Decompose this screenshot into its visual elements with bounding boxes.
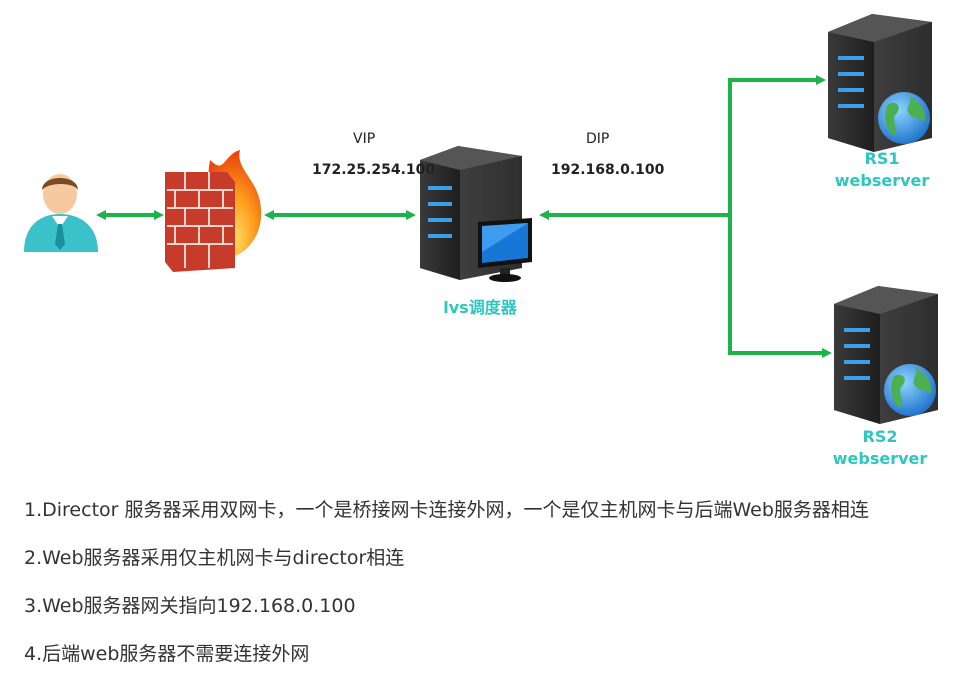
note-item: 1.Director 服务器采用双网卡，一个是桥接网卡连接外网，一个是仅主机网卡…: [24, 499, 869, 521]
firewall-icon: [165, 150, 262, 272]
diagram-canvas: [24, 14, 938, 424]
note-item: 2.Web服务器采用仅主机网卡与director相连: [24, 547, 405, 569]
rs2-name: RS2: [862, 427, 898, 446]
rs1-caption: RS1 webserver: [822, 148, 942, 192]
director-server-icon: [420, 146, 532, 282]
network-diagram: VIP 172.25.254.100 DIP 192.168.0.100 lvs…: [24, 14, 942, 470]
globe-icon: [884, 364, 936, 416]
rs2-link: [728, 215, 832, 358]
note-item: 4.后端web服务器不需要连接外网: [24, 643, 310, 665]
rs2-server-icon: [834, 286, 938, 424]
dip-title: DIP: [586, 131, 610, 147]
user-icon: [24, 174, 98, 252]
rs2-caption: RS2 webserver: [820, 426, 940, 470]
rs1-link: [728, 75, 826, 215]
note-item: 3.Web服务器网关指向192.168.0.100: [24, 595, 356, 617]
rs1-server-icon: [828, 14, 932, 152]
globe-icon: [878, 92, 930, 144]
director-caption: lvs调度器: [443, 298, 517, 317]
rs1-role: webserver: [834, 171, 930, 190]
rs2-role: webserver: [832, 449, 928, 468]
vip-title: VIP: [353, 131, 376, 147]
dip-address: 192.168.0.100: [551, 162, 665, 178]
vip-address: 172.25.254.100: [312, 162, 436, 178]
monitor-icon: [478, 218, 532, 282]
notes-list: 1.Director 服务器采用双网卡，一个是桥接网卡连接外网，一个是仅主机网卡…: [24, 492, 944, 684]
rs1-name: RS1: [864, 149, 900, 168]
links: [96, 75, 832, 358]
